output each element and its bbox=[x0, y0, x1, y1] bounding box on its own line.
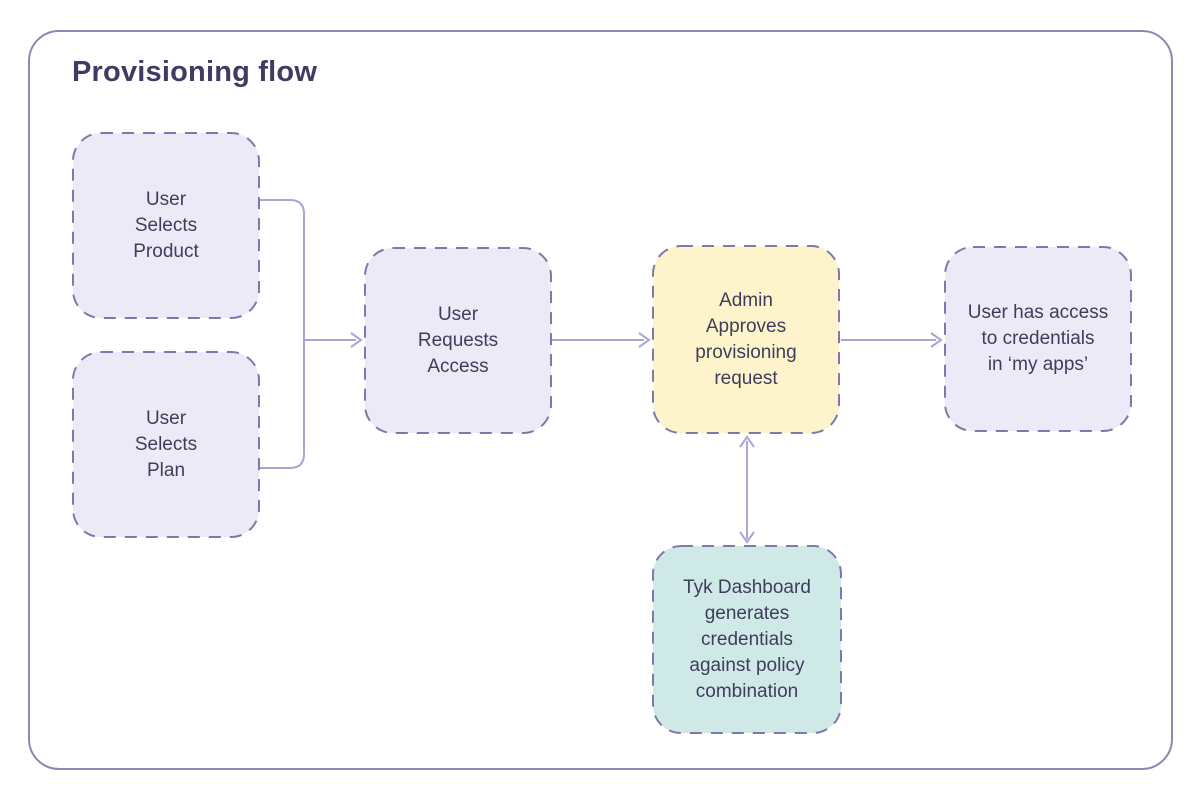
node-tyk-dashboard-generates-shape bbox=[652, 545, 842, 734]
diagram-frame bbox=[28, 30, 1173, 770]
node-user-requests-access-shape bbox=[364, 247, 552, 434]
edge-merge-connector bbox=[259, 199, 305, 469]
node-admin-approves-shape bbox=[652, 245, 840, 434]
arrowhead-right-icon bbox=[930, 332, 943, 348]
node-user-has-access-shape bbox=[944, 246, 1132, 432]
arrowhead-down-icon bbox=[739, 531, 755, 544]
arrowhead-right-icon bbox=[638, 332, 651, 348]
node-user-selects-product-shape bbox=[72, 132, 260, 319]
node-user-selects-plan-shape bbox=[72, 351, 260, 538]
arrowhead-right-icon bbox=[350, 332, 363, 348]
diagram-title: Provisioning flow bbox=[72, 56, 318, 88]
arrowhead-up-icon bbox=[739, 435, 755, 448]
